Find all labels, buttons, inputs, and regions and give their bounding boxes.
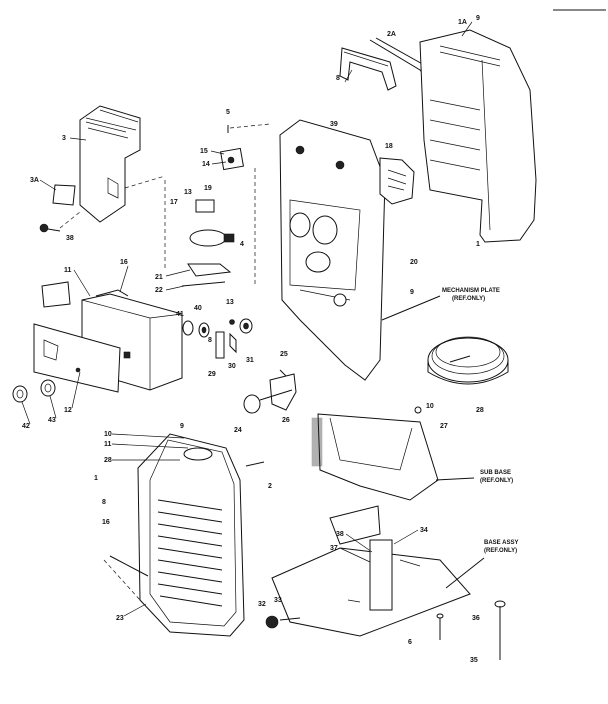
sub-base <box>311 406 475 501</box>
label-part-21: 21 <box>155 274 163 281</box>
label-part-38b: 38 <box>336 531 344 538</box>
mechanism-plate-ref: (REF.ONLY) <box>452 296 485 302</box>
label-part-33: 33 <box>274 597 282 604</box>
label-part-27: 27 <box>440 423 448 430</box>
base-assy-ref: (REF.ONLY) <box>484 548 517 554</box>
label-part-3: 3 <box>62 135 66 142</box>
label-part-23: 23 <box>116 615 124 622</box>
label-part-43: 43 <box>48 417 56 424</box>
label-part-12: 12 <box>64 407 72 414</box>
label-part-7b: 2A <box>387 31 396 38</box>
label-part-32: 32 <box>258 601 266 608</box>
label-part-16: 16 <box>120 259 128 266</box>
base-assembly <box>271 505 485 637</box>
label-part-42: 42 <box>22 423 30 430</box>
label-part-15: 15 <box>200 148 208 155</box>
label-part-13b: 13 <box>226 299 234 306</box>
water-tray <box>33 281 183 393</box>
label-part-10: 10 <box>104 431 112 438</box>
label-part-29: 29 <box>208 371 216 378</box>
label-part-28: 28 <box>476 407 484 414</box>
label-part-2: 2 <box>268 483 272 490</box>
label-part-8b: 8 <box>208 337 212 344</box>
label-part-8c: 8 <box>102 499 106 506</box>
label-part-38: 38 <box>66 235 74 242</box>
label-part-9b: 9 <box>410 289 414 296</box>
label-part-1-front: 1 <box>94 475 98 482</box>
label-part-16b: 16 <box>102 519 110 526</box>
label-part-37: 37 <box>330 545 338 552</box>
label-part-6: 6 <box>408 639 412 646</box>
wick-filter-coil <box>427 336 509 385</box>
mechanism-plate-label: MECHANISM PLATE <box>442 288 500 294</box>
label-part-41: 41 <box>176 311 184 318</box>
sub-base-label: SUB BASE <box>480 470 511 476</box>
label-part-19: 19 <box>204 185 212 192</box>
label-part-17: 17 <box>170 199 178 206</box>
label-part-14: 14 <box>202 161 210 168</box>
label-part-26: 26 <box>282 417 290 424</box>
part-labels: 3 3A 38 5 15 14 13 19 17 4 21 22 39 18 8… <box>22 15 518 664</box>
label-part-25: 25 <box>280 351 288 358</box>
label-part-36: 36 <box>472 615 480 622</box>
label-part-30: 30 <box>228 363 236 370</box>
label-part-28b: 28 <box>104 457 112 464</box>
sub-base-ref: (REF.ONLY) <box>480 478 513 484</box>
front-housing <box>103 433 265 637</box>
mount-bracket <box>379 157 415 205</box>
label-part-11b: 11 <box>104 441 112 448</box>
upper-shroud <box>39 105 166 233</box>
washers-and-switch <box>182 318 253 359</box>
label-part-22: 22 <box>155 287 163 294</box>
control-knobs <box>12 379 56 403</box>
label-part-5: 5 <box>226 109 230 116</box>
leader-lines <box>21 21 473 617</box>
label-part-3a: 3A <box>30 177 39 184</box>
label-part-31: 31 <box>246 357 254 364</box>
label-part-9c: 9 <box>180 423 184 430</box>
label-part-2a: 1A <box>458 19 467 26</box>
label-part-40: 40 <box>194 305 202 312</box>
base-screws <box>265 600 506 660</box>
base-assy-label: BASE ASSY <box>484 540 518 546</box>
grille-slats <box>157 499 223 607</box>
fan-blade-assembly <box>243 369 297 414</box>
label-part-10b: 10 <box>426 403 434 410</box>
label-part-18: 18 <box>385 143 393 150</box>
label-part-24: 24 <box>234 427 242 434</box>
label-part-4: 4 <box>240 241 244 248</box>
label-part-8: 8 <box>336 75 340 82</box>
rear-cover <box>419 29 537 243</box>
control-bracket-parts <box>164 123 271 287</box>
label-part-35: 35 <box>470 657 478 664</box>
label-part-39: 39 <box>330 121 338 128</box>
label-part-34: 34 <box>420 527 428 534</box>
label-part-13: 13 <box>184 189 192 196</box>
label-part-20: 20 <box>410 259 418 266</box>
label-part-11: 11 <box>64 267 72 274</box>
label-part-1-rear: 1 <box>476 241 480 248</box>
mechanism-plate <box>279 119 441 381</box>
label-part-9: 9 <box>476 15 480 22</box>
carry-handle <box>339 37 429 91</box>
